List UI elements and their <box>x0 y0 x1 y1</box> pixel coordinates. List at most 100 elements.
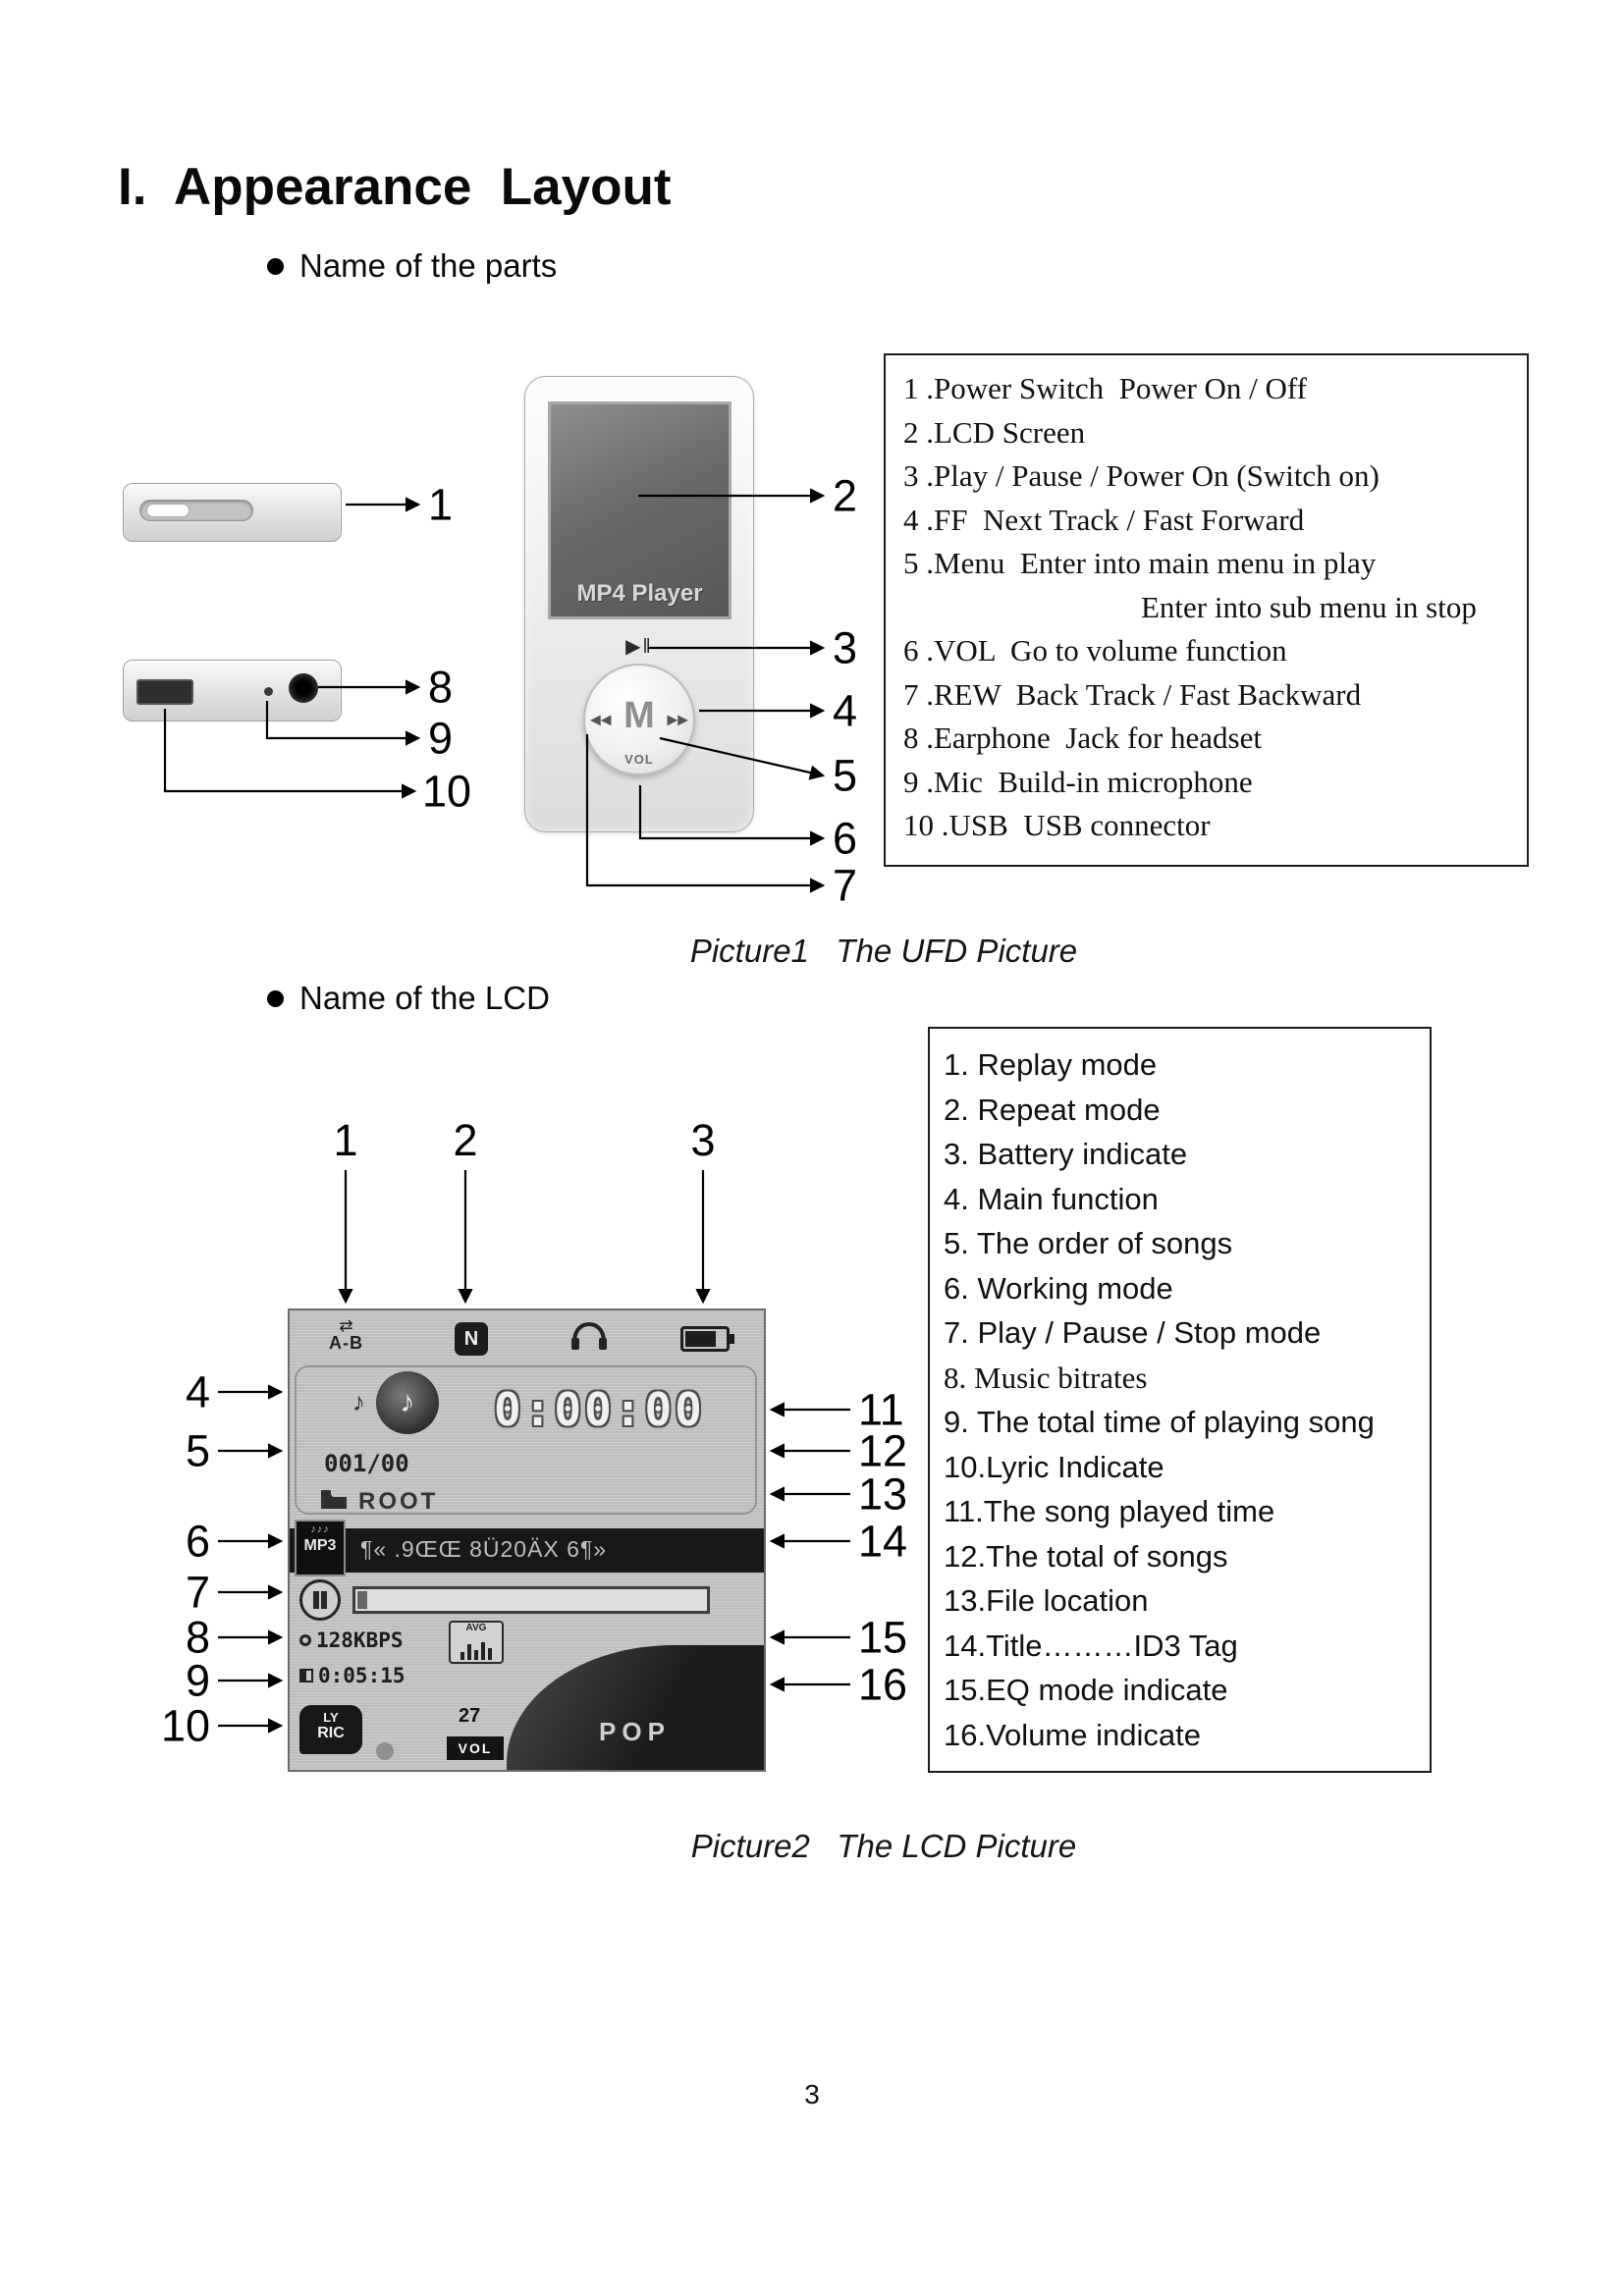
parts-legend: 1 .Power Switch Power On / Off 2 .LCD Sc… <box>884 353 1529 867</box>
page-title: I. Appearance Layout <box>118 158 672 216</box>
lcd-legend-line-13: 13.File location <box>944 1583 1149 1618</box>
played-time-icon <box>299 1669 313 1682</box>
lcd-legend-line-4: 4. Main function <box>944 1181 1159 1216</box>
lcd-legend-line-15: 15.EQ mode indicate <box>944 1673 1228 1707</box>
lyric-line1: LY <box>323 1710 339 1725</box>
eq-bar <box>460 1652 464 1660</box>
lcd-callout-8: 8 <box>185 1612 210 1663</box>
power-switch-part-illustration <box>123 483 342 542</box>
ff-icon: ▶▶ <box>667 711 688 727</box>
id3-title-text: ¶« .9ŒŒ 8Ü20ÄX 6¶» <box>360 1536 608 1562</box>
parts-legend-line-5: 5 .Menu Enter into main menu in play <box>903 546 1377 580</box>
ufd-callout-8: 8 <box>428 662 454 713</box>
notes-icon: ♪♪♪ <box>310 1523 330 1535</box>
bottom-ports-illustration <box>123 660 342 721</box>
menu-button-label: M <box>623 695 655 737</box>
eq-bar <box>488 1648 492 1660</box>
parts-legend-line-4: 4 .FF Next Track / Fast Forward <box>903 502 1305 537</box>
bitrate-indicator: 128KBPS <box>299 1629 404 1652</box>
usb-port <box>136 679 193 705</box>
eq-bar <box>474 1650 478 1660</box>
song-played-time: 0:00:00 <box>494 1383 705 1436</box>
eq-mode-indicator: AVG <box>449 1621 504 1664</box>
ufd-callout-3: 3 <box>833 622 858 673</box>
played-time-value: 0:05:15 <box>318 1664 406 1687</box>
section-heading-lcd-label: Name of the LCD <box>299 980 550 1016</box>
replay-mode-indicator: ⇄ A-B <box>329 1316 363 1352</box>
lcd-inner-frame <box>295 1365 757 1515</box>
bullet-icon <box>267 257 284 275</box>
ufd-callout-7: 7 <box>833 860 858 911</box>
lcd-legend-line-16: 16.Volume indicate <box>944 1717 1201 1752</box>
battery-icon <box>680 1326 734 1352</box>
page-number: 3 <box>804 2079 820 2109</box>
folder-icon <box>319 1487 349 1516</box>
id3-title-bar <box>290 1528 764 1573</box>
ufd-callout-1: 1 <box>428 479 454 530</box>
lcd-callout-10: 10 <box>160 1700 210 1751</box>
repeat-mode-indicator: N <box>455 1322 488 1356</box>
section-heading-parts-label: Name of the parts <box>299 247 558 284</box>
progress-bar <box>352 1586 710 1614</box>
eq-mode-label: AVG <box>465 1623 487 1633</box>
lcd-legend-line-8: 8. Music bitrates <box>944 1360 1148 1395</box>
play-pause-icon: ▶‖ <box>625 636 653 658</box>
lcd-legend-line-14: 14.Title………ID3 Tag <box>944 1628 1238 1663</box>
lcd-callout-6: 6 <box>185 1516 210 1567</box>
picture1-caption: Picture1 The UFD Picture <box>689 933 1078 969</box>
device-screen-brand: MP4 Player <box>576 580 703 607</box>
lcd-callout-5: 5 <box>185 1425 210 1476</box>
parts-legend-line-9: 9 .Mic Build-in microphone <box>903 764 1253 799</box>
lyric-indicator: LY RIC <box>299 1705 362 1754</box>
lyric-line2: RIC <box>317 1725 345 1741</box>
lcd-callout-7: 7 <box>185 1567 210 1618</box>
device-screen: MP4 Player <box>548 401 731 619</box>
parts-legend-line-5b: Enter into sub menu in stop <box>1141 589 1477 624</box>
mp4-player-illustration: MP4 Player ▶‖ ◀◀ M ▶▶ VOL <box>524 376 754 832</box>
lcd-legend-line-11: 11.The song played time <box>944 1494 1275 1528</box>
lcd-legend-line-10: 10.Lyric Indicate <box>944 1449 1164 1484</box>
eq-bar <box>481 1642 485 1660</box>
lcd-callout-2: 2 <box>453 1115 478 1165</box>
pause-state-icon <box>299 1579 341 1621</box>
parts-legend-line-2: 2 .LCD Screen <box>903 414 1086 450</box>
gray-dot-icon <box>376 1742 394 1760</box>
lcd-legend-line-12: 12.The total of songs <box>944 1538 1228 1574</box>
volume-value: 27 <box>459 1705 481 1727</box>
ufd-callout-10: 10 <box>422 766 472 817</box>
bitrate-value: 128KBPS <box>316 1629 404 1652</box>
parts-legend-line-7: 7 .REW Back Track / Fast Backward <box>903 676 1362 712</box>
lcd-callout-4: 4 <box>185 1366 210 1417</box>
power-switch-track <box>139 500 253 521</box>
parts-legend-line-3: 3 .Play / Pause / Power On (Switch on) <box>903 458 1380 493</box>
main-function-icon: ♪ <box>376 1371 439 1434</box>
genre-label: POP <box>599 1717 671 1746</box>
volume-badge: VOL <box>447 1736 504 1760</box>
file-location-row: ROOT <box>319 1487 438 1516</box>
replay-arrows-icon: ⇄ <box>339 1316 353 1335</box>
bitrate-dot-icon <box>299 1634 311 1646</box>
earphone-jack <box>289 673 318 703</box>
working-mode-badge: ♪♪♪ MP3 <box>295 1520 346 1576</box>
lcd-legend-line-7: 7. Play / Pause / Stop mode <box>944 1315 1322 1350</box>
headphones-icon <box>569 1318 609 1357</box>
mic-hole <box>264 687 273 696</box>
lcd-illustration: ⇄ A-B N ♪ ♪ 0:00:00 001/00 ROOT <box>288 1308 766 1772</box>
album-art-swoosh <box>507 1645 764 1770</box>
parts-legend-line-8: 8 .Earphone Jack for headset <box>903 721 1262 755</box>
ufd-callout-2: 2 <box>833 470 858 521</box>
parts-legend-line-10: 10 .USB USB connector <box>903 808 1211 842</box>
working-mode-label: MP3 <box>303 1537 337 1554</box>
rew-icon: ◀◀ <box>590 711 612 727</box>
lcd-legend-line-3: 3. Battery indicate <box>944 1137 1188 1171</box>
file-location-label: ROOT <box>358 1487 439 1515</box>
ufd-callout-9: 9 <box>428 713 454 764</box>
lcd-callout-9: 9 <box>185 1655 210 1706</box>
lcd-callout-14: 14 <box>858 1516 908 1567</box>
bullet-icon <box>267 989 284 1007</box>
section-heading-parts: Name of the parts <box>267 247 557 285</box>
lcd-callout-13: 13 <box>858 1468 908 1520</box>
lcd-callout-12: 12 <box>858 1425 908 1476</box>
lcd-legend-line-2: 2. Repeat mode <box>944 1092 1161 1127</box>
